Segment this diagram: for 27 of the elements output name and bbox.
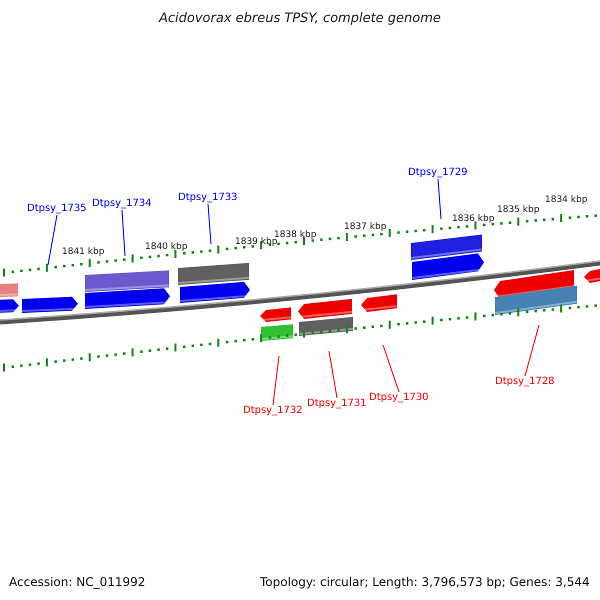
accession-text: Accession: NC_011992 xyxy=(9,576,146,588)
scale-label: 1837 kbp xyxy=(344,223,386,232)
gene-label: Dtpsy_1734 xyxy=(92,199,152,209)
gene-label: Dtpsy_1732 xyxy=(243,406,303,416)
scale-label: 1840 kbp xyxy=(145,243,188,252)
scale-label: 1834 kbp xyxy=(545,196,588,205)
leader-line xyxy=(48,214,58,266)
leader-line xyxy=(382,344,400,392)
scale-label: 1835 kbp xyxy=(497,206,540,215)
scale-label: 1841 kbp xyxy=(62,248,104,257)
scale-label: 1836 kbp xyxy=(452,215,494,224)
scale-label: 1838 kbp xyxy=(274,231,316,240)
leader-line xyxy=(208,204,212,244)
title: Acidovorax ebreus TPSY, complete genome xyxy=(159,12,441,25)
gene-label: Dtpsy_1729 xyxy=(408,168,468,178)
gene-label: Dtpsy_1730 xyxy=(369,393,429,403)
leader-line xyxy=(328,350,338,398)
scale-label: 1839 kbp xyxy=(235,238,278,247)
gene-label: Dtpsy_1728 xyxy=(495,377,555,387)
gene-label: Dtpsy_1733 xyxy=(178,193,238,203)
leader-line xyxy=(438,178,442,220)
gene-label: Dtpsy_1735 xyxy=(27,204,87,214)
gene-label: Dtpsy_1731 xyxy=(307,399,367,409)
genome-summary-text: Topology: circular; Length: 3,796,573 bp; Genes: 3,544 xyxy=(260,576,590,588)
leader-line xyxy=(272,356,280,406)
leader-line xyxy=(524,324,540,376)
leader-line xyxy=(122,210,126,256)
